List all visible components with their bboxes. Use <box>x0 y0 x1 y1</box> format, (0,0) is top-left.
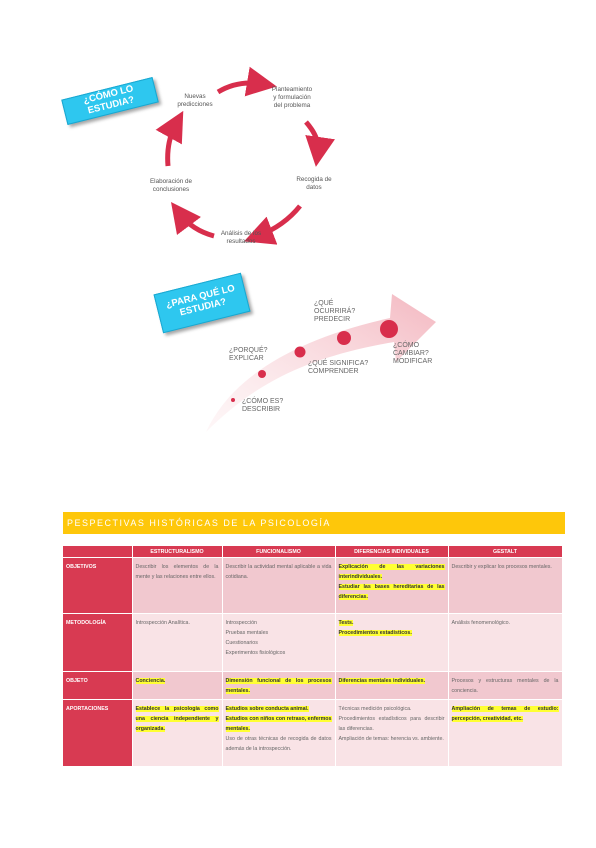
label-predecir: ¿QUÉ OCURRIRÁ? PREDECIR <box>314 300 356 324</box>
perspectivas-table: ESTRUCTURALISMO FUNCIONALISMO DIFERENCIA… <box>63 546 563 766</box>
label-comprender: ¿QUÉ SIGNIFICA? COMPRENDER <box>308 360 369 376</box>
row-label: APORTACIONES <box>63 699 133 766</box>
header-funcionalismo: FUNCIONALISMO <box>222 546 336 558</box>
header-diferencias: DIFERENCIAS INDIVIDUALES <box>335 546 449 558</box>
cycle-step-elaboracion: Elaboración de conclusiones <box>149 178 192 193</box>
cycle-step-nuevas: Nuevas predicciones <box>177 93 213 108</box>
cell: Explicación de las variaciones interindi… <box>335 557 449 614</box>
cycle-arrow-lower-left <box>170 202 215 239</box>
cell: Introspección Analítica. <box>132 613 223 672</box>
dot-modificar <box>380 320 398 338</box>
table-row-aportaciones: APORTACIONES Establece la psicología com… <box>63 699 563 766</box>
label-describir: ¿CÓMO ES? DESCRIBIR <box>242 398 284 414</box>
cycle-arrow-left <box>155 110 184 167</box>
cell: Estudios sobre conducta animal. Estudios… <box>222 699 336 766</box>
cell: Describir y explicar los procesos mental… <box>448 557 563 614</box>
cell: Dimensión funcional de los procesos ment… <box>222 671 336 700</box>
header-estructuralismo: ESTRUCTURALISMO <box>132 546 223 558</box>
cell: Análisis fenomenológico. <box>448 613 563 672</box>
header-empty <box>63 546 133 558</box>
row-label: OBJETIVOS <box>63 557 133 614</box>
cycle-step-analisis: Análisis de los resultados <box>220 230 262 245</box>
table-row-objetivos: OBJETIVOS Describir los elementos de la … <box>63 557 563 614</box>
cell: Conciencia. <box>132 671 223 700</box>
dot-predecir <box>337 331 351 345</box>
dot-describir <box>231 398 235 402</box>
cell: Diferencias mentales individuales. <box>335 671 449 700</box>
cell: Procesos y estructuras mentales de la co… <box>448 671 563 700</box>
cell: Describir los elementos de la mente y la… <box>132 557 223 614</box>
cell: Ampliación de temas de estudio: percepci… <box>448 699 563 766</box>
cell: Introspección Pruebas mentales Cuestiona… <box>222 613 336 672</box>
cell: Describir la actividad mental aplicable … <box>222 557 336 614</box>
table-header-row: ESTRUCTURALISMO FUNCIONALISMO DIFERENCIA… <box>63 546 563 558</box>
table-row-metodologia: METODOLOGÍA Introspección Analítica. Int… <box>63 613 563 672</box>
header-gestalt: GESTALT <box>448 546 563 558</box>
cycle-arrow-right <box>304 120 335 167</box>
purpose-arrow-shape <box>206 294 436 432</box>
purpose-arrow <box>206 294 436 432</box>
dot-explicar <box>258 370 266 378</box>
row-label: OBJETO <box>63 671 133 700</box>
table-row-objeto: OBJETO Conciencia. Dimensión funcional d… <box>63 671 563 700</box>
row-label: METODOLOGÍA <box>63 613 133 672</box>
dot-comprender <box>294 346 306 358</box>
cell: Tests. Procedimientos estadísticos. <box>335 613 449 672</box>
cell: Técnicas medición psicológica. Procedimi… <box>335 699 449 766</box>
cycle-arrow-top <box>216 66 277 97</box>
research-cycle-arrows <box>155 66 335 245</box>
cycle-arrow-lower-right <box>244 204 302 245</box>
perspectivas-banner: PESPECTIVAS HISTÓRICAS DE LA PSICOLOGÍA <box>63 512 565 534</box>
label-explicar: ¿PORQUÉ? EXPLICAR <box>229 347 268 363</box>
label-modificar: ¿CÓMO CAMBIAR? MODIFICAR <box>393 342 433 366</box>
cycle-step-planteamiento: Planteamiento y formulación del problema <box>271 86 313 109</box>
cycle-step-recogida: Recogida de datos <box>296 176 332 191</box>
cell: Establece la psicología como una ciencia… <box>132 699 223 766</box>
